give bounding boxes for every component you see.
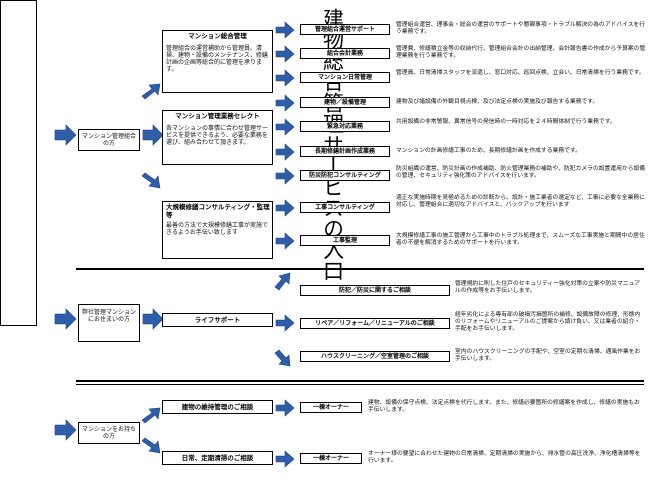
audience-box-2: 弊社管理マンションにお住まいの方 — [78, 304, 140, 342]
arrow-entrance-1 — [54, 124, 77, 146]
section-divider-1 — [76, 268, 644, 270]
service-desc: 管理費、修繕積立金等の収納代行、管理組合会計の出納管理、会計報告書の作成から予算… — [396, 46, 646, 59]
arrow-aud3-g2 — [141, 437, 161, 454]
service-desc: 室内のハウスクリーニングの手配や、空室の定期な清掃、通風作業をお手伝いします。 — [455, 349, 641, 362]
audience-box-1: マンション管理組合の方 — [78, 129, 140, 151]
section-divider-2 — [76, 380, 644, 382]
service-label: 一棟オーナー — [300, 402, 362, 413]
group-box-large-repair: 大規模修繕コンサルティング・監理等 最善の方法で大規模修繕工事が実施できるようお… — [162, 201, 273, 259]
arrow-g2-s1 — [275, 94, 295, 112]
arrow-g2-s2 — [275, 118, 295, 136]
audience-box-3: マンションをお持ちの方 — [78, 422, 140, 444]
service-desc: 共用設備の非常警報、異常信号の発信時の一時対応を２４時間体制で行う業務です。 — [396, 119, 616, 125]
arrow-aud1-group2 — [142, 124, 164, 146]
service-label: 建物／設備管理 — [300, 97, 390, 108]
service-desc: 建物及び諸設備の外観目視点検、及び法定点検の実施及び報告する業務です。 — [396, 99, 599, 105]
service-label: 緊急対応業務 — [300, 121, 390, 132]
service-label: 組合会計業務 — [300, 48, 390, 59]
arrow-g2-s3 — [275, 143, 295, 161]
service-label: 長期修繕計画作成業務 — [300, 146, 390, 157]
arrow-g3-s2 — [275, 232, 295, 250]
arrow-g1-s2 — [275, 45, 295, 63]
service-desc: 経年劣化による専有部の破損汚損箇所の補修、設備故障の修理、形態内のリフォームやリ… — [455, 312, 641, 332]
service-label: ハウスクリーニング／空室管理のご相談 — [300, 351, 450, 362]
service-desc: 管理員、日常清掃スタッフを派遣し、窓口対応、巡回点検、立会い、日常清掃を行う業務… — [396, 70, 645, 76]
service-desc: 管理規約に則した住戸のセキュリティー強化対策の立案や防災マニュアルの作成等をお手… — [455, 281, 641, 294]
service-label: 管理組合運営サポート — [300, 24, 390, 35]
arrow-g1-s3 — [275, 69, 295, 87]
service-desc: 防災組織の運営、防災計画の作成補助、防火管理業務の補助や、防犯カメラの設置運用か… — [396, 166, 646, 179]
arrow-g5-s1 — [275, 450, 295, 468]
arrow-aud3-g1 — [141, 407, 161, 424]
service-label: マンション日常管理 — [300, 72, 390, 83]
arrow-g3-s1 — [275, 199, 295, 217]
arrow-g2-s4 — [275, 167, 295, 185]
service-desc: 建物、設備の保守点検、法定点検を代行します。また、修繕必要箇所の修繕案を作成し、… — [368, 400, 640, 413]
service-desc: 大規模修繕工事の施工管理から工事中のトラブル処理まで、スムーズな工事実施と期間中… — [396, 233, 645, 246]
service-label: 工事コンサルティング — [300, 202, 390, 213]
arrow-g4-s1 — [275, 399, 295, 417]
service-desc: マンションの計画修繕工事のため、長期修繕計画を作成する業務です。 — [396, 148, 581, 154]
group-box-life-support: ライフサポート — [162, 313, 273, 327]
arrow-aud1-group1 — [141, 83, 161, 100]
service-label: 工事監理 — [300, 235, 390, 246]
group-box-select: マンション管理業務セレクト 各マンションの事情に合わせ管理サービスを提供できるよ… — [162, 110, 273, 165]
service-desc: 適正な実施時期を見極めるための診断から、設計・施工業者の選定など、工事に必要な全… — [396, 195, 645, 208]
service-desc: 管理組合運営、理事会・総会の運営のサポートや懇親事項・トラブル解決の為のアドバイ… — [396, 22, 646, 35]
arrow-life-s1 — [274, 272, 291, 291]
service-label: リペア／リフォーム／リニューアルのご相談 — [300, 318, 450, 329]
arrow-entrance-2 — [54, 308, 77, 330]
section-divider-2b — [76, 384, 644, 385]
arrow-g1-s1 — [275, 21, 295, 39]
group-box-total-management: マンション総合管理 管理組合の運営補助から管理員、清掃、建物・設備のメンテナンス… — [162, 30, 273, 93]
service-label: 一棟オーナー — [300, 453, 362, 464]
arrow-life-s3 — [274, 349, 291, 367]
arrow-aud2-life — [142, 308, 164, 330]
group-box-cleaning: 日常、定期清掃のご相談 — [162, 451, 273, 465]
arrow-entrance-3 — [54, 419, 77, 441]
service-desc: オーナー様の要望に合わせた建物の日常清掃、定期清掃の実施から、排水管の高圧洗浄、… — [368, 451, 641, 464]
arrow-aud1-group3 — [141, 172, 161, 189]
service-label: 防災防犯コンサルティング — [300, 170, 390, 181]
group-box-building-maintenance: 建物の維持管理のご相談 — [162, 400, 273, 414]
service-label: 防犯／防災に関するご相談 — [300, 285, 450, 296]
arrow-life-s2 — [275, 314, 295, 332]
